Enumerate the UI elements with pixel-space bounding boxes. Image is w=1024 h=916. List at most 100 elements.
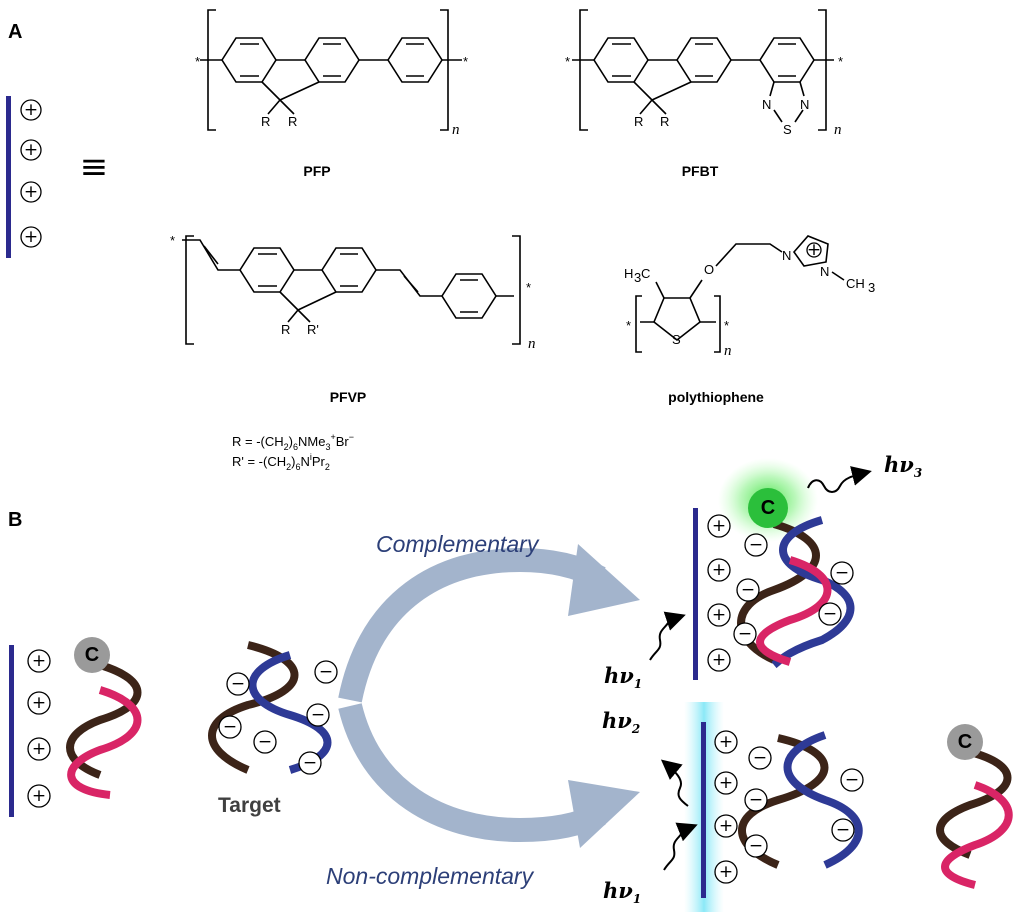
minus-charge: − xyxy=(835,563,849,583)
polymer-backbone-bar xyxy=(9,645,14,817)
pfbt-structure: * * n R R N N S xyxy=(565,9,843,138)
svg-text:R: R xyxy=(634,114,643,129)
minus-charge: − xyxy=(836,820,850,840)
minus-charge: − xyxy=(319,662,333,682)
svg-text:R: R xyxy=(281,322,290,337)
minus-charge-circle xyxy=(314,660,338,684)
svg-text:CH: CH xyxy=(846,276,865,291)
minus-charge-circle xyxy=(744,834,768,858)
hv1-label-bottom: hν1 xyxy=(603,878,641,906)
plus-charge-circle xyxy=(707,648,731,672)
plus-charge-circle xyxy=(707,514,731,538)
svg-text:n: n xyxy=(452,122,460,138)
svg-text:R: R xyxy=(288,114,297,129)
polythiophene-label: polythiophene xyxy=(668,389,764,405)
polymer-backbone-bar xyxy=(6,96,11,258)
plus-charge-circle xyxy=(714,860,738,884)
svg-text:C: C xyxy=(761,497,775,519)
svg-text:R: R xyxy=(660,114,669,129)
minus-charge: − xyxy=(311,705,325,725)
emission-arrow-hv2 xyxy=(660,759,689,807)
excitation-arrow-hv1-top xyxy=(649,611,686,661)
svg-text:*: * xyxy=(724,318,729,333)
plus-charge-circle xyxy=(714,730,738,754)
svg-text:C: C xyxy=(85,644,99,666)
pfvp-structure: * * n R R' xyxy=(170,233,536,352)
svg-text:*: * xyxy=(170,233,175,248)
minus-charge: − xyxy=(231,674,245,694)
excitation-arrow-hv1-bottom xyxy=(663,822,698,871)
minus-charge-circle xyxy=(218,715,242,739)
plus-charge: + xyxy=(32,651,46,671)
panel-b-letter: B xyxy=(8,509,22,531)
svg-text:+: + xyxy=(24,182,38,202)
minus-charge: − xyxy=(223,717,237,737)
minus-charge: − xyxy=(303,753,317,773)
svg-text:S: S xyxy=(672,332,681,347)
charge-symbols: ++++−−−−−−++++−−−−−++++−−−−− xyxy=(27,514,864,884)
minus-charge-circle xyxy=(226,672,250,696)
plus-charge-circle xyxy=(27,784,51,808)
minus-charge: − xyxy=(823,604,837,624)
minus-charge-circle xyxy=(744,788,768,812)
plus-charge: + xyxy=(20,99,42,121)
panel-a-letter: A xyxy=(8,21,22,43)
minus-charge-circle xyxy=(831,818,855,842)
plus-charge: + xyxy=(20,181,42,203)
svg-text:N: N xyxy=(762,97,771,112)
svg-text:n: n xyxy=(528,336,536,352)
hv2-label: hν2 xyxy=(602,708,640,736)
minus-charge: − xyxy=(749,535,763,555)
svg-text:3: 3 xyxy=(868,280,875,295)
emission-arrow-hv3 xyxy=(807,466,872,493)
plus-charge: + xyxy=(719,816,733,836)
plus-charge: + xyxy=(719,732,733,752)
plus-charge: + xyxy=(719,862,733,882)
plus-charge-circle xyxy=(27,649,51,673)
plus-charge-circle xyxy=(27,737,51,761)
minus-charge: − xyxy=(741,580,755,600)
plus-charge-circle xyxy=(707,558,731,582)
plus-charge: + xyxy=(719,773,733,793)
minus-charge: − xyxy=(749,836,763,856)
svg-text:O: O xyxy=(704,262,714,277)
minus-charge-circle xyxy=(748,746,772,770)
pfvp-label: PFVP xyxy=(330,389,367,405)
svg-text:S: S xyxy=(783,122,792,137)
plus-charge: + xyxy=(32,786,46,806)
polymer-backbone-bar xyxy=(701,722,706,898)
plus-charge: + xyxy=(712,516,726,536)
minus-charge-circle xyxy=(744,533,768,557)
svg-text:+: + xyxy=(24,227,38,247)
svg-text:*: * xyxy=(463,54,468,69)
plus-charge: + xyxy=(712,650,726,670)
svg-text:+: + xyxy=(24,140,38,160)
plus-charge: + xyxy=(32,693,46,713)
plus-charge: + xyxy=(20,226,42,248)
dye-label-right: C xyxy=(947,724,983,760)
svg-text:N: N xyxy=(782,248,791,263)
svg-text:n: n xyxy=(834,122,842,138)
probe-dna-helix-right xyxy=(936,748,1013,889)
svg-text:*: * xyxy=(565,54,570,69)
svg-text:*: * xyxy=(838,54,843,69)
plus-charge: + xyxy=(20,139,42,161)
non-complementary-arrow xyxy=(338,702,606,843)
plus-charge-circle xyxy=(714,814,738,838)
svg-text:*: * xyxy=(526,280,531,295)
plus-charge-circle xyxy=(714,771,738,795)
svg-text:n: n xyxy=(724,343,732,359)
svg-text:+: + xyxy=(24,100,38,120)
polythiophene-structure: * * n S H 3 C O N + N CH 3 xyxy=(624,235,875,359)
r-prime-definition: R' = -(CH2)6NiPr2 xyxy=(232,452,330,472)
probe-dna-helix-left xyxy=(66,661,142,799)
equivalence-symbol: ≡ xyxy=(80,147,109,187)
non-complementary-arrowhead xyxy=(568,780,640,848)
svg-text:+: + xyxy=(807,240,821,260)
svg-text:C: C xyxy=(958,731,972,753)
minus-charge: − xyxy=(749,790,763,810)
plus-charge-circle xyxy=(27,691,51,715)
svg-text:*: * xyxy=(195,54,200,69)
dye-label-green: C xyxy=(748,488,788,528)
